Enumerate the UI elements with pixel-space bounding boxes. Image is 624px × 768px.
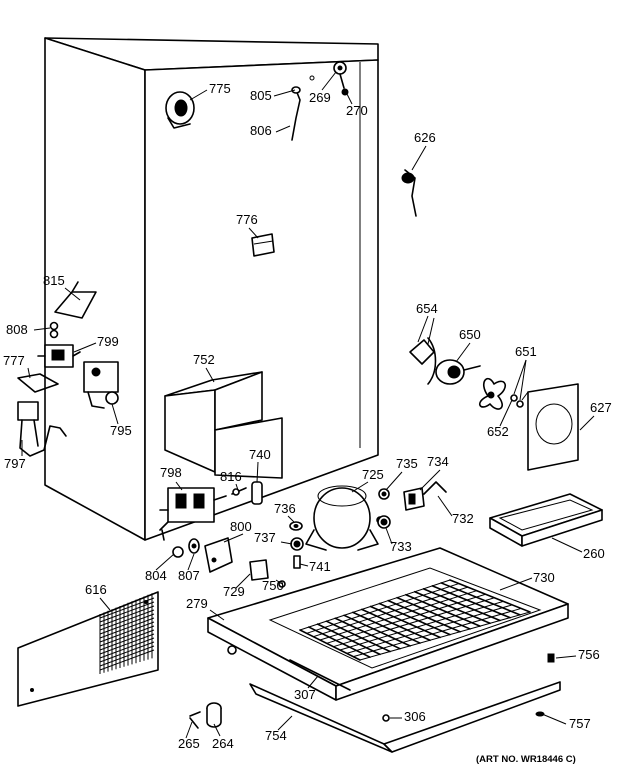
label-750: 750 [262, 578, 284, 593]
label-732: 732 [452, 511, 474, 526]
label-725: 725 [362, 467, 384, 482]
label-799: 799 [97, 334, 119, 349]
part-736 [289, 521, 303, 531]
label-797: 797 [4, 456, 26, 471]
label-269: 269 [309, 90, 331, 105]
part-806-tube [291, 86, 301, 141]
label-729: 729 [223, 584, 245, 599]
part-306 [382, 714, 390, 722]
part-307 [289, 659, 351, 691]
part-725 [305, 485, 384, 551]
label-795: 795 [110, 423, 132, 438]
label-265: 265 [178, 736, 200, 751]
label-627: 627 [590, 400, 612, 415]
label-270: 270 [346, 103, 368, 118]
part-807 [188, 538, 200, 554]
part-264 [206, 702, 222, 728]
label-735: 735 [396, 456, 418, 471]
label-807: 807 [178, 568, 200, 583]
label-736: 736 [274, 501, 296, 516]
part-729 [249, 559, 269, 581]
part-626 [401, 169, 417, 217]
part-815 [54, 281, 97, 319]
part-730 [207, 547, 569, 701]
part-265 [189, 711, 201, 729]
label-800: 800 [230, 519, 252, 534]
label-757: 757 [569, 716, 591, 731]
part-279 [227, 645, 237, 655]
art-number: (ART NO. WR18446 C) [476, 754, 576, 765]
part-775 [165, 91, 195, 129]
part-740 [251, 481, 263, 505]
label-806: 806 [250, 123, 272, 138]
label-777: 777 [3, 353, 25, 368]
label-307: 307 [294, 687, 316, 702]
part-808 [49, 321, 59, 339]
callout-labels: 775 805 269 270 806 626 776 815 808 799 … [3, 81, 612, 765]
label-650: 650 [459, 327, 481, 342]
label-734: 734 [427, 454, 449, 469]
label-306: 306 [404, 709, 426, 724]
label-815: 815 [43, 273, 65, 288]
label-626: 626 [414, 130, 436, 145]
part-754 [249, 681, 561, 753]
label-741: 741 [309, 559, 331, 574]
label-730: 730 [533, 570, 555, 585]
part-735 [378, 488, 390, 500]
label-260: 260 [583, 546, 605, 561]
part-797 [17, 401, 67, 457]
part-733 [377, 515, 391, 529]
label-808: 808 [6, 322, 28, 337]
part-799 [37, 344, 81, 368]
part-616 [17, 591, 159, 707]
part-627 [521, 383, 579, 471]
part-804 [172, 546, 184, 558]
label-805: 805 [250, 88, 272, 103]
part-260 [489, 493, 603, 547]
label-816: 816 [220, 469, 242, 484]
label-652: 652 [487, 424, 509, 439]
part-798 [159, 487, 227, 541]
label-775: 775 [209, 81, 231, 96]
label-740: 740 [249, 447, 271, 462]
part-654 [409, 337, 437, 385]
label-651: 651 [515, 344, 537, 359]
part-795 [83, 361, 119, 409]
part-776 [251, 233, 275, 257]
label-752: 752 [193, 352, 215, 367]
part-734 [403, 481, 447, 511]
part-800 [204, 537, 233, 573]
part-741 [293, 555, 301, 569]
part-269-270 [309, 61, 349, 96]
label-737: 737 [254, 530, 276, 545]
part-652-fan [479, 378, 524, 410]
label-754: 754 [265, 728, 287, 743]
part-650 [435, 359, 481, 385]
label-756: 756 [578, 647, 600, 662]
label-654: 654 [416, 301, 438, 316]
label-733: 733 [390, 539, 412, 554]
part-752 [164, 371, 283, 479]
label-776: 776 [236, 212, 258, 227]
coil-730 [299, 579, 531, 661]
label-616: 616 [85, 582, 107, 597]
part-737 [290, 537, 304, 551]
label-804: 804 [145, 568, 167, 583]
part-756 [547, 653, 555, 663]
label-264: 264 [212, 736, 234, 751]
part-777 [17, 373, 59, 393]
part-816 [231, 487, 247, 496]
grille-616 [99, 593, 155, 674]
leader-lines [21, 71, 595, 739]
label-798: 798 [160, 465, 182, 480]
part-757 [535, 711, 545, 717]
label-279: 279 [186, 596, 208, 611]
